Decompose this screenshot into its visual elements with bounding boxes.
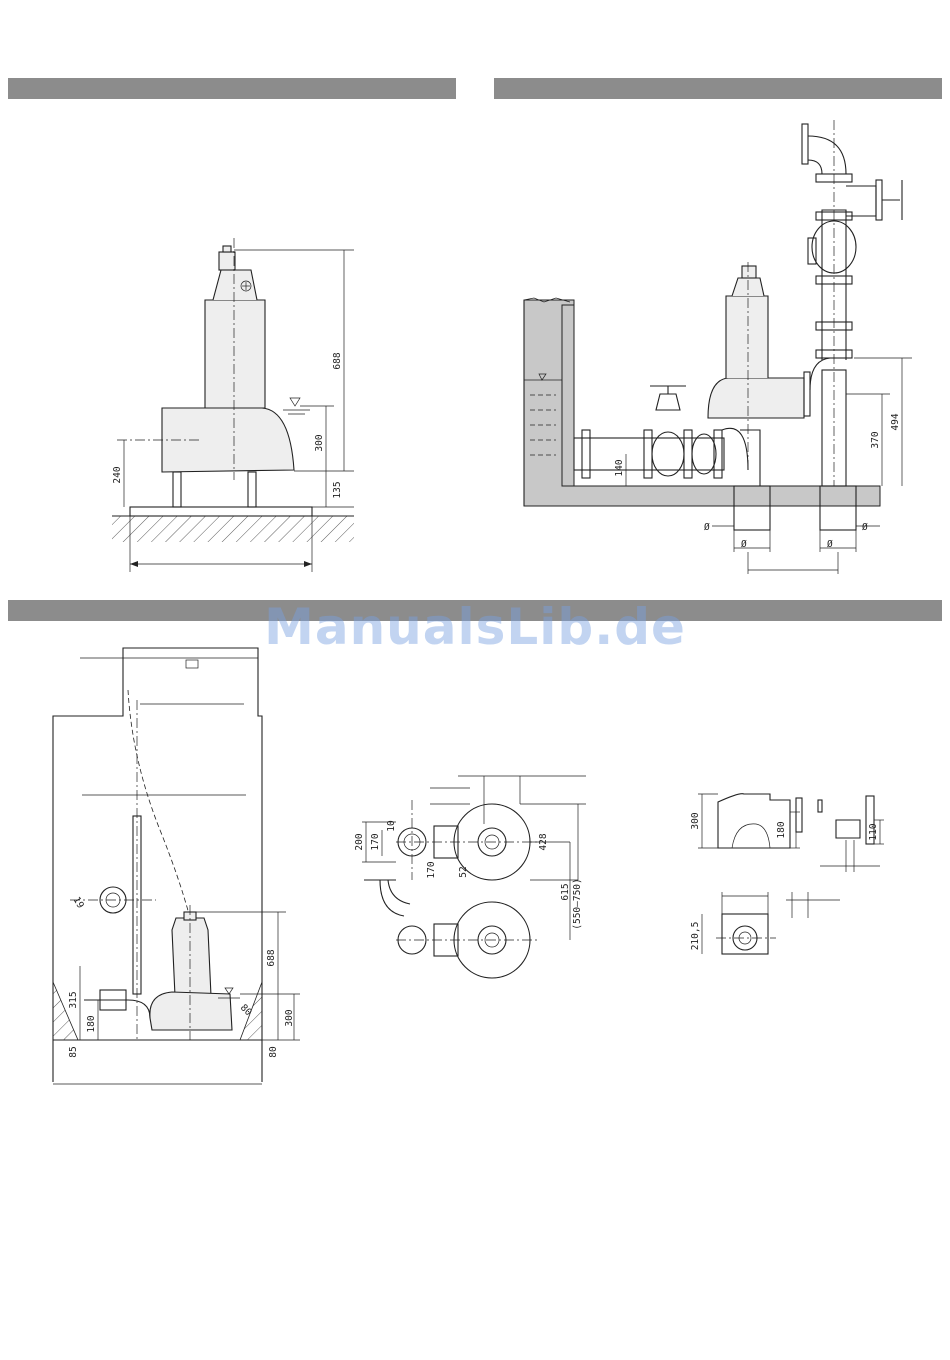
dim-210-5: 210,5 [690,922,701,951]
drawing-pipework-installation: 140 370 494 Ø Ø Ø Ø [524,120,912,574]
drawing-foot-detail: 300 180 110 210,5 [690,794,884,954]
dim-170-b: 170 [426,861,437,878]
dim-300: 300 [314,434,325,451]
dim-240: 240 [112,466,123,483]
dim-615: 615 [560,883,571,900]
dim-315: 315 [68,991,79,1008]
dim-550-750: (550–750) [572,878,583,929]
dim-180: 180 [86,1015,97,1032]
dim-428: 428 [538,833,549,850]
dim-52: 52 [458,866,469,877]
dim-494: 494 [890,413,901,430]
dim-300: 300 [690,812,701,829]
dim-140: 140 [614,459,625,476]
dim-370: 370 [870,431,881,448]
drawing-shaft-installation: 688 300 315 180 85 80 80 19 [53,648,300,1084]
dim-688: 688 [332,352,343,369]
phi-symbol: Ø [827,539,833,550]
dim-85: 85 [68,1046,79,1057]
dim-300: 300 [284,1009,295,1026]
dim-180: 180 [776,821,787,838]
phi-symbol: Ø [741,539,747,550]
dim-110: 110 [868,823,879,840]
dim-19: 19 [71,895,86,911]
dim-688: 688 [266,949,277,966]
drawing-freestanding-pump: 688 300 240 135 [112,238,354,572]
dim-170: 170 [370,833,381,850]
dim-135: 135 [332,481,343,498]
phi-symbol: Ø [862,522,868,533]
dim-80: 80 [268,1046,279,1058]
phi-symbol: Ø [704,522,710,533]
drawing-plan-views: 200 170 170 52 428 615 (550–750) 10 [354,776,586,978]
dim-200: 200 [354,833,365,850]
dim-10: 10 [386,820,397,832]
